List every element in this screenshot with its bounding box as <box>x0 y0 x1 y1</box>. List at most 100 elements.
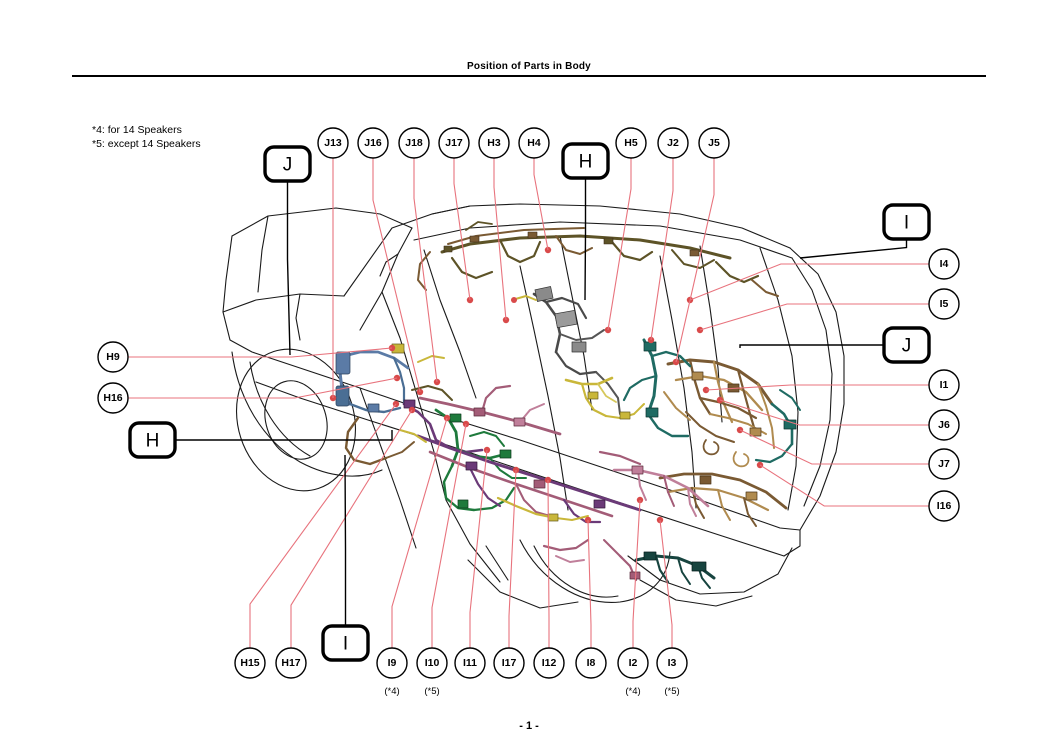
box-callout-shape <box>128 421 177 459</box>
harness-center-yellow <box>564 376 645 420</box>
leader-line-box-j <box>739 344 884 348</box>
box-callout-h-left[interactable]: H <box>128 421 177 459</box>
leader-line-j2 <box>650 158 674 341</box>
leader-line-j17 <box>453 158 471 301</box>
callout-circle <box>928 248 960 280</box>
box-callout-label: H <box>579 152 593 173</box>
leader-line-box-h <box>584 178 587 301</box>
callout-j7[interactable]: J7 <box>928 448 960 480</box>
callout-h15[interactable]: H15 <box>234 647 266 679</box>
callout-h4[interactable]: H4 <box>518 127 550 159</box>
callout-label: H17 <box>281 657 300 669</box>
callout-circle <box>615 127 647 159</box>
callout-i4[interactable]: I4 <box>928 248 960 280</box>
callout-label: J18 <box>405 137 423 149</box>
leader-line-box-j <box>286 181 291 356</box>
page-title: Position of Parts in Body <box>467 61 591 72</box>
callout-h9[interactable]: H9 <box>97 341 129 373</box>
legend-line-2: *5: except 14 Speakers <box>92 138 201 150</box>
callout-circle <box>398 127 430 159</box>
callout-j16[interactable]: J16 <box>357 127 389 159</box>
footnote-legend: *4: for 14 Speakers *5: except 14 Speake… <box>92 123 201 151</box>
callout-circle <box>275 647 307 679</box>
box-callout-shape <box>263 145 312 183</box>
callout-circle <box>656 647 688 679</box>
callout-label: I5 <box>940 298 949 310</box>
callout-label: J7 <box>938 458 950 470</box>
box-callout-label: I <box>343 634 348 655</box>
callout-i11[interactable]: I11 <box>454 647 486 679</box>
callout-label: I12 <box>542 657 557 669</box>
harness-door-mauve <box>418 384 562 436</box>
callout-h3[interactable]: H3 <box>478 127 510 159</box>
callout-note: (*5) <box>664 686 679 697</box>
box-callout-j-right[interactable]: J <box>882 326 931 364</box>
harness-rear-teal <box>622 338 801 464</box>
callout-circle <box>493 647 525 679</box>
callout-label: H16 <box>103 392 122 404</box>
callout-i2[interactable]: I2(*4) <box>617 647 649 697</box>
header-divider <box>72 75 986 77</box>
callout-i5[interactable]: I5 <box>928 288 960 320</box>
callout-circle <box>454 647 486 679</box>
leader-line-i17 <box>508 469 517 648</box>
legend-line-1: *4: for 14 Speakers <box>92 124 182 136</box>
callout-j2[interactable]: J2 <box>657 127 689 159</box>
harness-lower-misc <box>496 496 590 563</box>
leader-line-i10 <box>431 423 467 648</box>
callout-circle <box>575 647 607 679</box>
callout-j6[interactable]: J6 <box>928 409 960 441</box>
callout-i3[interactable]: I3(*5) <box>656 647 688 697</box>
callout-note: (*4) <box>384 686 399 697</box>
callout-circle <box>928 369 960 401</box>
callout-j13[interactable]: J13 <box>317 127 349 159</box>
callout-note: (*4) <box>625 686 640 697</box>
box-callout-h-top[interactable]: H <box>561 142 610 180</box>
callout-label: I1 <box>940 379 949 391</box>
leader-line-h16 <box>128 377 398 399</box>
box-callout-i-bottom[interactable]: I <box>321 624 370 662</box>
callout-label: J16 <box>364 137 382 149</box>
callout-j17[interactable]: J17 <box>438 127 470 159</box>
box-callout-j-top[interactable]: J <box>263 145 312 183</box>
leader-line-box-h <box>175 430 393 441</box>
callout-label: J13 <box>324 137 342 149</box>
leader-line-i2 <box>632 499 641 648</box>
callout-label: I17 <box>502 657 517 669</box>
leader-line-i3 <box>659 519 673 648</box>
callout-circle <box>928 409 960 441</box>
callout-j18[interactable]: J18 <box>398 127 430 159</box>
callout-h5[interactable]: H5 <box>615 127 647 159</box>
callout-h16[interactable]: H16 <box>97 382 129 414</box>
harness-floor-green <box>434 408 527 512</box>
leader-line-i12 <box>547 479 550 648</box>
callout-h17[interactable]: H17 <box>275 647 307 679</box>
leader-line-j5 <box>675 158 715 363</box>
leader-line-h5 <box>607 158 632 331</box>
callout-i8[interactable]: I8 <box>575 647 607 679</box>
callout-i12[interactable]: I12 <box>533 647 565 679</box>
callout-i9[interactable]: I9(*4) <box>376 647 408 697</box>
box-callout-label: J <box>902 336 912 357</box>
callout-circle <box>97 382 129 414</box>
callout-label: H4 <box>527 137 541 149</box>
callout-i17[interactable]: I17 <box>493 647 525 679</box>
callout-label: I16 <box>937 500 952 512</box>
callout-circle <box>357 127 389 159</box>
callout-i16[interactable]: I16 <box>928 490 960 522</box>
callout-i1[interactable]: I1 <box>928 369 960 401</box>
box-callout-shape <box>561 142 610 180</box>
harness-instrument-panel <box>511 286 621 415</box>
vehicle-body-outline <box>222 203 845 609</box>
callout-label: I11 <box>463 657 477 669</box>
box-callout-i-right[interactable]: I <box>882 203 931 241</box>
callout-j5[interactable]: J5 <box>698 127 730 159</box>
leader-line-j6 <box>719 399 929 426</box>
leader-line-box-i <box>344 454 347 626</box>
callout-i10[interactable]: I10(*5) <box>416 647 448 697</box>
leader-line-h4 <box>533 158 549 251</box>
callout-label: H9 <box>106 351 120 363</box>
